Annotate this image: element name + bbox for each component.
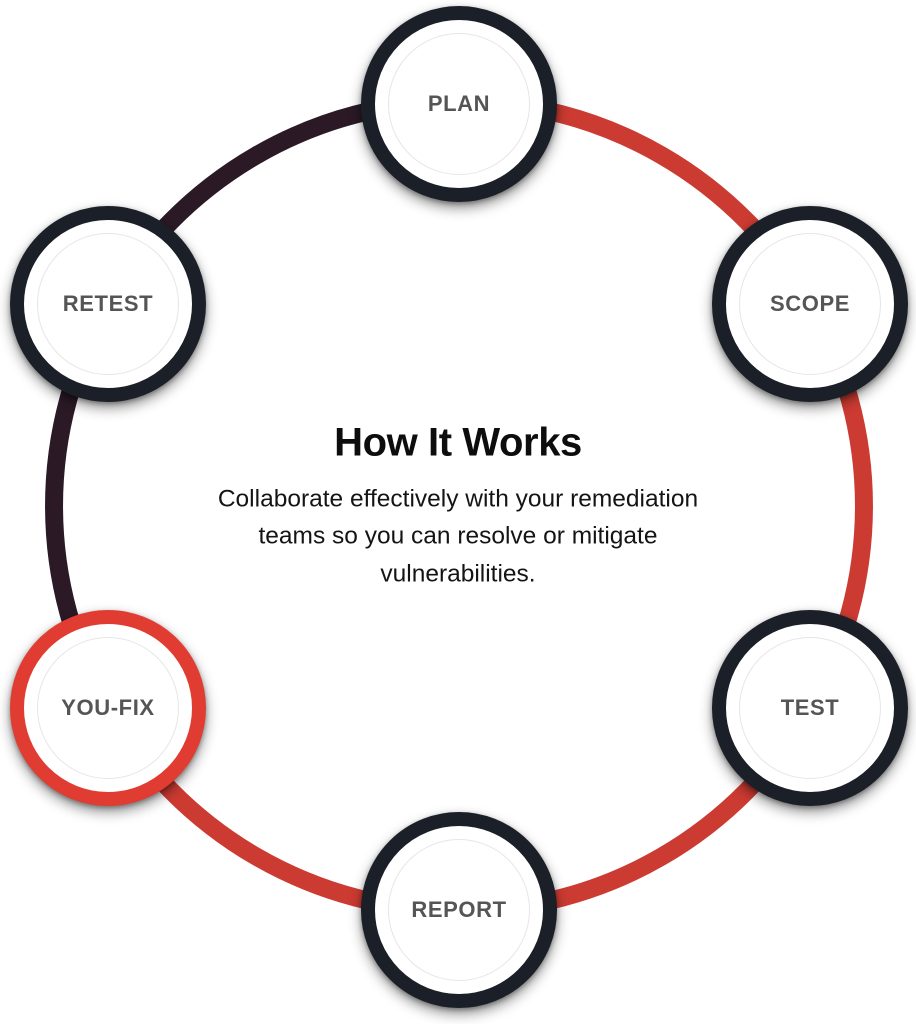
cycle-node-plan[interactable]: PLAN [361, 6, 557, 202]
cycle-node-retest[interactable]: RETEST [10, 206, 206, 402]
cycle-node-label-plan: PLAN [427, 91, 491, 116]
cycle-node-you-fix[interactable]: YOU-FIX [10, 610, 206, 806]
cycle-node-label-scope: SCOPE [769, 291, 851, 316]
cycle-node-label-you-fix: YOU-FIX [61, 695, 155, 720]
center-description: Collaborate effectively with your remedi… [217, 485, 699, 588]
cycle-node-test[interactable]: TEST [712, 610, 908, 806]
cycle-node-label-test: TEST [780, 695, 840, 720]
cycle-node-scope[interactable]: SCOPE [712, 206, 908, 402]
center-text-block: How It Works Collaborate effectively wit… [198, 420, 718, 593]
cycle-node-label-report: REPORT [411, 897, 507, 922]
page-title: How It Works [334, 420, 582, 465]
cycle-node-report[interactable]: REPORT [361, 812, 557, 1008]
cycle-node-label-retest: RETEST [62, 291, 154, 316]
